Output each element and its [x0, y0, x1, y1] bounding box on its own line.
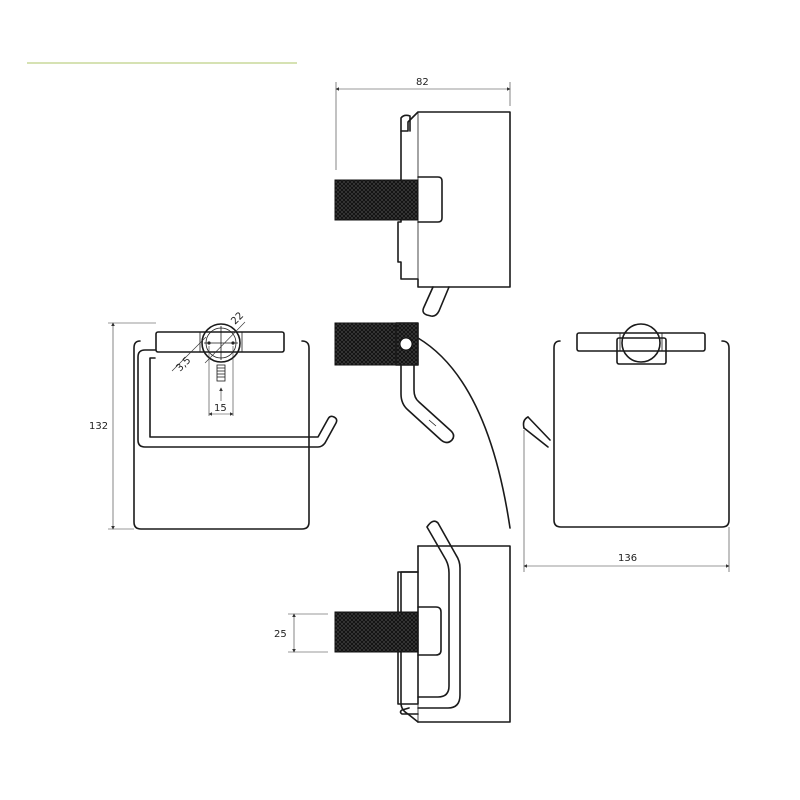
- dim-offset: 3,5: [174, 355, 193, 374]
- knurled-bar-bottom: [334, 611, 419, 653]
- knurled-bar-top: [334, 179, 419, 221]
- dim-diameter: 22: [229, 310, 246, 327]
- dim-hole-spacing: 15: [214, 403, 227, 414]
- dim-height: 132: [89, 421, 108, 432]
- dim-depth: 82: [416, 77, 429, 88]
- top-side-view: 82: [334, 77, 511, 317]
- front-mount-view: 15 22 3,5 132: [89, 310, 338, 530]
- front-view: 136: [522, 323, 730, 572]
- bottom-open-view: 25: [274, 520, 511, 723]
- center-motion-view: [334, 322, 511, 529]
- dim-bar-height: 25: [274, 629, 287, 640]
- knob-front: [621, 323, 661, 363]
- dim-width: 136: [618, 553, 637, 564]
- mount-ring: [201, 323, 241, 363]
